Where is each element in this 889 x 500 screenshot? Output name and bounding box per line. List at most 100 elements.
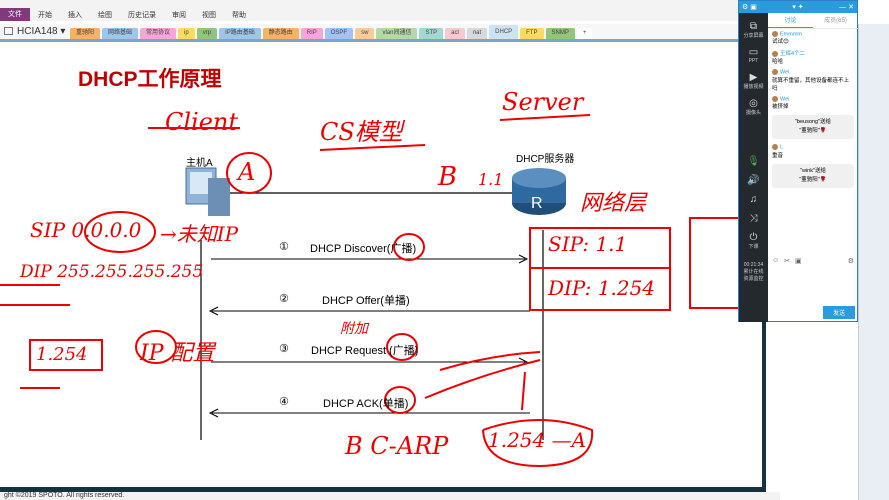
- quick-access-toolbar: [0, 0, 738, 8]
- avatar: [772, 69, 778, 76]
- section-tab[interactable]: RIP: [300, 28, 323, 39]
- camera-button[interactable]: ◎摄像头: [745, 98, 761, 116]
- ink-strokes: [0, 114, 741, 468]
- section-tab[interactable]: SNMP: [545, 28, 575, 39]
- ink-arp-entry: 1.254 —A: [488, 428, 587, 452]
- gift-notice: "beusong"送给"董驰阳"🌹: [772, 115, 854, 140]
- menu-help[interactable]: 帮助: [232, 11, 246, 19]
- step-1-number: ①: [279, 241, 289, 253]
- ink-ip-value: 1.254: [36, 344, 88, 365]
- diagram-drawing: R: [0, 114, 741, 468]
- notebook-icon: [4, 27, 13, 35]
- section-tab[interactable]: acl: [445, 28, 465, 39]
- section-tab[interactable]: nat: [466, 28, 488, 39]
- panel-menu-icon[interactable]: ⚙ ▣: [742, 4, 757, 11]
- section-tab[interactable]: sw: [355, 28, 375, 39]
- ink-b: B: [438, 162, 458, 192]
- settings-icon[interactable]: ⚙: [847, 258, 854, 265]
- menu-draw[interactable]: 绘图: [98, 11, 112, 19]
- menu-view[interactable]: 视图: [202, 11, 216, 19]
- pin-icon[interactable]: ▾ ✦: [792, 4, 804, 11]
- image-icon[interactable]: ▣: [795, 258, 802, 265]
- host-label: 主机A: [186, 158, 213, 169]
- section-tab[interactable]: FTP: [520, 28, 544, 39]
- tab-discussion[interactable]: 讨论: [768, 13, 813, 28]
- notebook-selector[interactable]: HCIA148 ▾: [0, 23, 70, 39]
- step-4-label: DHCP ACK(单播): [323, 398, 409, 410]
- section-tab[interactable]: 网络基础: [102, 28, 139, 39]
- mic-icon[interactable]: 🎙: [747, 156, 760, 167]
- vertical-scrollbar[interactable]: [858, 24, 889, 500]
- section-tab[interactable]: 常用协议: [140, 28, 177, 39]
- share-screen-button[interactable]: ⧉分享屏幕: [743, 21, 764, 39]
- arrow-1: [211, 254, 529, 264]
- step-4-number: ④: [279, 396, 289, 408]
- section-tab[interactable]: ip: [178, 28, 195, 39]
- ink-unknown-ip: →未知IP: [160, 222, 239, 246]
- timer-label: 累计在线: [743, 269, 764, 275]
- resource-monitor[interactable]: 资源监控: [743, 276, 764, 282]
- gift-notice: "wink"送给"董驰阳"🌹: [772, 163, 854, 188]
- music-icon[interactable]: ♫: [749, 194, 758, 205]
- menu-file[interactable]: 文件: [0, 8, 30, 21]
- router-icon: R: [512, 168, 566, 215]
- ink-attach: 附加: [340, 321, 368, 337]
- menu-review[interactable]: 审阅: [172, 11, 186, 19]
- section-tab[interactable]: 重驰阳: [70, 28, 101, 39]
- host-computer-icon: [185, 167, 230, 216]
- section-tab[interactable]: vlan间通信: [376, 28, 418, 39]
- section-tab[interactable]: DHCP: [489, 25, 519, 39]
- section-tab[interactable]: 静态路由: [262, 28, 299, 39]
- chat-toolbar: ☺ ✂ ▣ ⚙: [772, 257, 854, 265]
- section-tab[interactable]: STP: [419, 28, 444, 39]
- ink-dip-server: DIP: 1.254: [548, 276, 656, 300]
- section-tab[interactable]: IP路由基础: [219, 28, 261, 39]
- copyright-footer: ght ©2019 SPOTO. All rights reserved.: [0, 492, 780, 500]
- step-3-label: DHCP Request (广播): [311, 345, 419, 357]
- end-class-button[interactable]: ⏻下课: [748, 232, 759, 250]
- ppt-button[interactable]: ▭PPT: [748, 47, 759, 64]
- shuffle-icon[interactable]: ⤨: [749, 213, 758, 224]
- svg-text:R: R: [531, 195, 543, 212]
- ink-arp: B C-ARP: [345, 432, 449, 460]
- live-class-panel: ⚙ ▣ ▾ ✦ — ✕ ⧉分享屏幕 ▭PPT ▶播放视频 ◎摄像头 🎙 🔊 ♫ …: [738, 0, 858, 322]
- emoji-icon[interactable]: ☺: [772, 257, 780, 264]
- avatar: [772, 31, 778, 37]
- menu-insert[interactable]: 插入: [68, 11, 82, 19]
- ink-client: Client: [165, 108, 239, 136]
- slide-title: DHCP工作原理: [78, 68, 222, 91]
- ink-dip: DIP 255.255.255.255: [20, 262, 204, 282]
- arrow-4: [208, 408, 530, 418]
- close-icon[interactable]: — ✕: [839, 4, 854, 11]
- step-2-label: DHCP Offer(单播): [322, 295, 410, 307]
- play-video-button[interactable]: ▶播放视频: [743, 72, 764, 90]
- section-tab[interactable]: OSPF: [324, 28, 354, 39]
- section-tab[interactable]: vrp: [196, 28, 218, 39]
- tab-members[interactable]: 成员(65): [824, 18, 847, 24]
- class-timer: 00:21:34: [743, 262, 764, 268]
- menu-home[interactable]: 开始: [38, 11, 52, 19]
- step-2-number: ②: [279, 293, 289, 305]
- step-1-label: DHCP Discover(广播): [310, 243, 417, 255]
- notebook-name: HCIA148: [17, 25, 58, 37]
- ink-ip-config: IP 配置: [140, 341, 215, 366]
- ink-server: Server: [502, 88, 584, 116]
- add-section-button[interactable]: +: [576, 28, 593, 39]
- speaker-icon[interactable]: 🔊: [747, 175, 760, 186]
- ink-network-layer: 网络层: [580, 191, 647, 216]
- avatar: [772, 144, 778, 151]
- menu-history[interactable]: 历史记录: [128, 11, 156, 19]
- menu-bar: 文件 开始 插入 绘图 历史记录 审阅 视图 帮助: [0, 8, 738, 21]
- step-3-number: ③: [279, 343, 289, 355]
- panel-titlebar: ⚙ ▣ ▾ ✦ — ✕: [739, 1, 857, 13]
- scissors-icon[interactable]: ✂: [784, 258, 791, 265]
- ink-cs-model: CS模型: [320, 118, 403, 146]
- send-button[interactable]: 发送: [822, 306, 855, 319]
- avatar: [772, 51, 778, 57]
